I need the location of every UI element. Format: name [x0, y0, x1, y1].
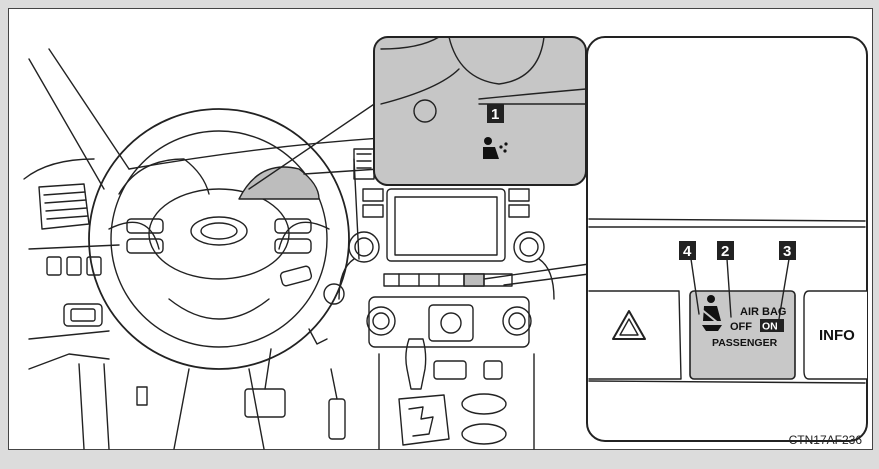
off-label: OFF — [730, 321, 752, 333]
center-stack — [308, 148, 555, 450]
switch-panel-leader-top — [483, 263, 590, 280]
svg-text:2: 2 — [721, 243, 729, 260]
a-pillar-line — [28, 58, 105, 190]
switch-panel-zoom-box — [586, 36, 868, 442]
svg-text:4: 4 — [683, 243, 692, 260]
on-label-highlight — [760, 319, 784, 332]
callout-badge-3: 3 — [779, 241, 796, 260]
callout-badge-2: 2 — [717, 241, 734, 260]
svg-text:3: 3 — [783, 243, 791, 260]
dashboard-illustration: AIR BAG OFF ON PASSENGER INFO 1 4 2 3 — [23, 36, 868, 450]
passenger-seatbelt-icon — [700, 295, 724, 331]
illustration-frame: AIR BAG OFF ON PASSENGER INFO 1 4 2 3 CT… — [8, 8, 873, 450]
airbag-warning-icon — [483, 137, 508, 159]
figure-code: CTN17AF236 — [788, 433, 862, 447]
callout-3-leader — [778, 258, 790, 320]
on-label: ON — [762, 321, 778, 333]
airbag-label: AIR BAG — [740, 306, 786, 318]
steering-wheel — [88, 108, 350, 370]
a-pillar-line-inner — [48, 48, 130, 170]
switch-panel-leader-bottom — [503, 273, 590, 286]
callout-badge-1: 1 — [487, 104, 504, 123]
callout-2-leader — [726, 258, 732, 318]
hazard-button — [588, 290, 682, 380]
svg-text:1: 1 — [491, 106, 499, 123]
callout-1-leader-top — [248, 93, 390, 190]
callout-badge-4: 4 — [679, 241, 696, 260]
passenger-label: PASSENGER — [712, 337, 778, 349]
info-button-label: INFO — [819, 327, 855, 344]
callout-1-leader-bottom — [303, 168, 380, 175]
pedals — [136, 348, 346, 440]
left-air-vent — [38, 183, 90, 230]
passenger-airbag-indicator-panel — [689, 290, 796, 380]
left-switch-cluster — [28, 244, 120, 340]
callout-4-leader — [690, 258, 700, 315]
callout-1-zoom-box — [373, 36, 587, 186]
instrument-cluster-highlight — [238, 166, 320, 200]
